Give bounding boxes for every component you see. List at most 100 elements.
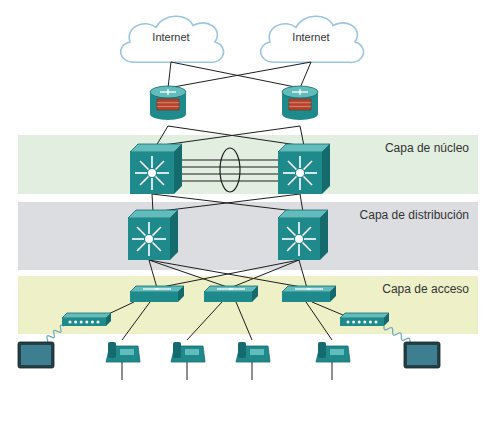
- device-side: [178, 286, 184, 302]
- switch-arrow: [298, 244, 300, 256]
- switch-arrow: [151, 156, 153, 168]
- network-link: [187, 302, 222, 340]
- device-led: [97, 321, 100, 324]
- port-channel: [182, 148, 278, 192]
- phone-handset: [238, 342, 246, 358]
- switch-arrow: [303, 227, 311, 235]
- network-link: [252, 362, 253, 380]
- trunk-link: [182, 181, 278, 182]
- network-link: [300, 62, 311, 88]
- switch-arrow: [156, 161, 164, 169]
- switch-arrow: [287, 227, 295, 235]
- switch-side: [320, 210, 328, 260]
- switch-arrow: [153, 227, 161, 235]
- switch-arrow: [157, 172, 169, 174]
- tablet-body: [18, 342, 54, 368]
- switch-front: [278, 218, 320, 260]
- ip-phone: [171, 342, 205, 362]
- device-side: [252, 286, 258, 302]
- phone-base: [171, 346, 205, 362]
- switch-arrow: [132, 238, 144, 240]
- network-link: [122, 302, 150, 340]
- device-front: [130, 292, 178, 302]
- access-switch: [130, 286, 184, 302]
- network-link: [187, 362, 188, 380]
- network-link: [152, 194, 303, 212]
- firewall-wall: [289, 99, 311, 110]
- switch-hub: [145, 235, 153, 243]
- switch-arrow: [153, 243, 161, 251]
- switch-side: [322, 144, 330, 194]
- phone-base: [106, 346, 140, 362]
- device-led: [352, 321, 355, 324]
- device-front: [340, 318, 384, 326]
- cloud-shape: [261, 16, 364, 62]
- switch-arrow: [155, 288, 163, 289]
- wireless-access-point: [340, 313, 389, 326]
- router-firewall: [150, 86, 186, 120]
- switch-arrow: [288, 177, 296, 185]
- device-led: [74, 321, 77, 324]
- switch-arrow: [148, 222, 150, 234]
- switch-arrow: [137, 243, 145, 251]
- trunk-link: [182, 160, 278, 161]
- phone-display: [250, 349, 264, 355]
- network-link: [300, 126, 304, 146]
- network-link: [149, 260, 307, 288]
- device-top: [204, 286, 258, 292]
- switch-arrow: [217, 288, 225, 289]
- network-link: [152, 194, 153, 212]
- layer-label: Capa de distribución: [360, 208, 469, 222]
- brick-line: [289, 106, 311, 107]
- phone-base: [236, 346, 270, 362]
- switch-arrow: [283, 172, 295, 174]
- switch-side: [170, 210, 178, 260]
- switch-hub: [295, 235, 303, 243]
- device-led: [69, 321, 72, 324]
- cloud-label: Internet: [152, 30, 189, 44]
- trunk-link: [182, 167, 278, 168]
- switch-arrow: [282, 238, 294, 240]
- phone-display: [185, 349, 199, 355]
- router-arrow: [167, 89, 168, 95]
- phone-handset: [173, 342, 181, 358]
- firewall-wall: [157, 99, 179, 110]
- network-link: [149, 260, 157, 288]
- switch-arrow: [304, 177, 312, 185]
- network-link: [171, 62, 300, 88]
- switch-arrow: [156, 177, 164, 185]
- wireless-access-point: [62, 313, 111, 326]
- phone-display: [120, 349, 134, 355]
- network-link: [300, 194, 303, 212]
- ip-phone: [236, 342, 270, 362]
- switch-top: [278, 210, 328, 218]
- switch-arrow: [135, 172, 147, 174]
- brick-line: [157, 106, 179, 107]
- internet-cloud: Internet: [112, 10, 230, 70]
- switch-arrow: [140, 177, 148, 185]
- switch-top: [130, 144, 182, 152]
- switch-arrow: [303, 288, 311, 289]
- network-link: [100, 302, 134, 318]
- core-switch: [130, 144, 182, 194]
- access-layer-band: Capa de acceso: [18, 276, 478, 334]
- device-led: [375, 321, 378, 324]
- network-link: [156, 126, 168, 146]
- phone-display: [330, 349, 344, 355]
- ip-phone: [316, 342, 350, 362]
- wireless-signal: [384, 326, 410, 342]
- device-led: [80, 321, 83, 324]
- network-link: [299, 260, 307, 288]
- router-base: [150, 108, 186, 120]
- network-link: [230, 260, 299, 288]
- network-link: [168, 62, 171, 88]
- cloud-shape: [121, 16, 224, 62]
- trunk-link: [182, 174, 278, 175]
- switch-arrow: [307, 288, 315, 289]
- network-link: [157, 260, 299, 288]
- device-led: [369, 321, 372, 324]
- network-link: [236, 302, 252, 340]
- switch-arrow: [237, 288, 245, 289]
- tablet-screen: [407, 345, 437, 365]
